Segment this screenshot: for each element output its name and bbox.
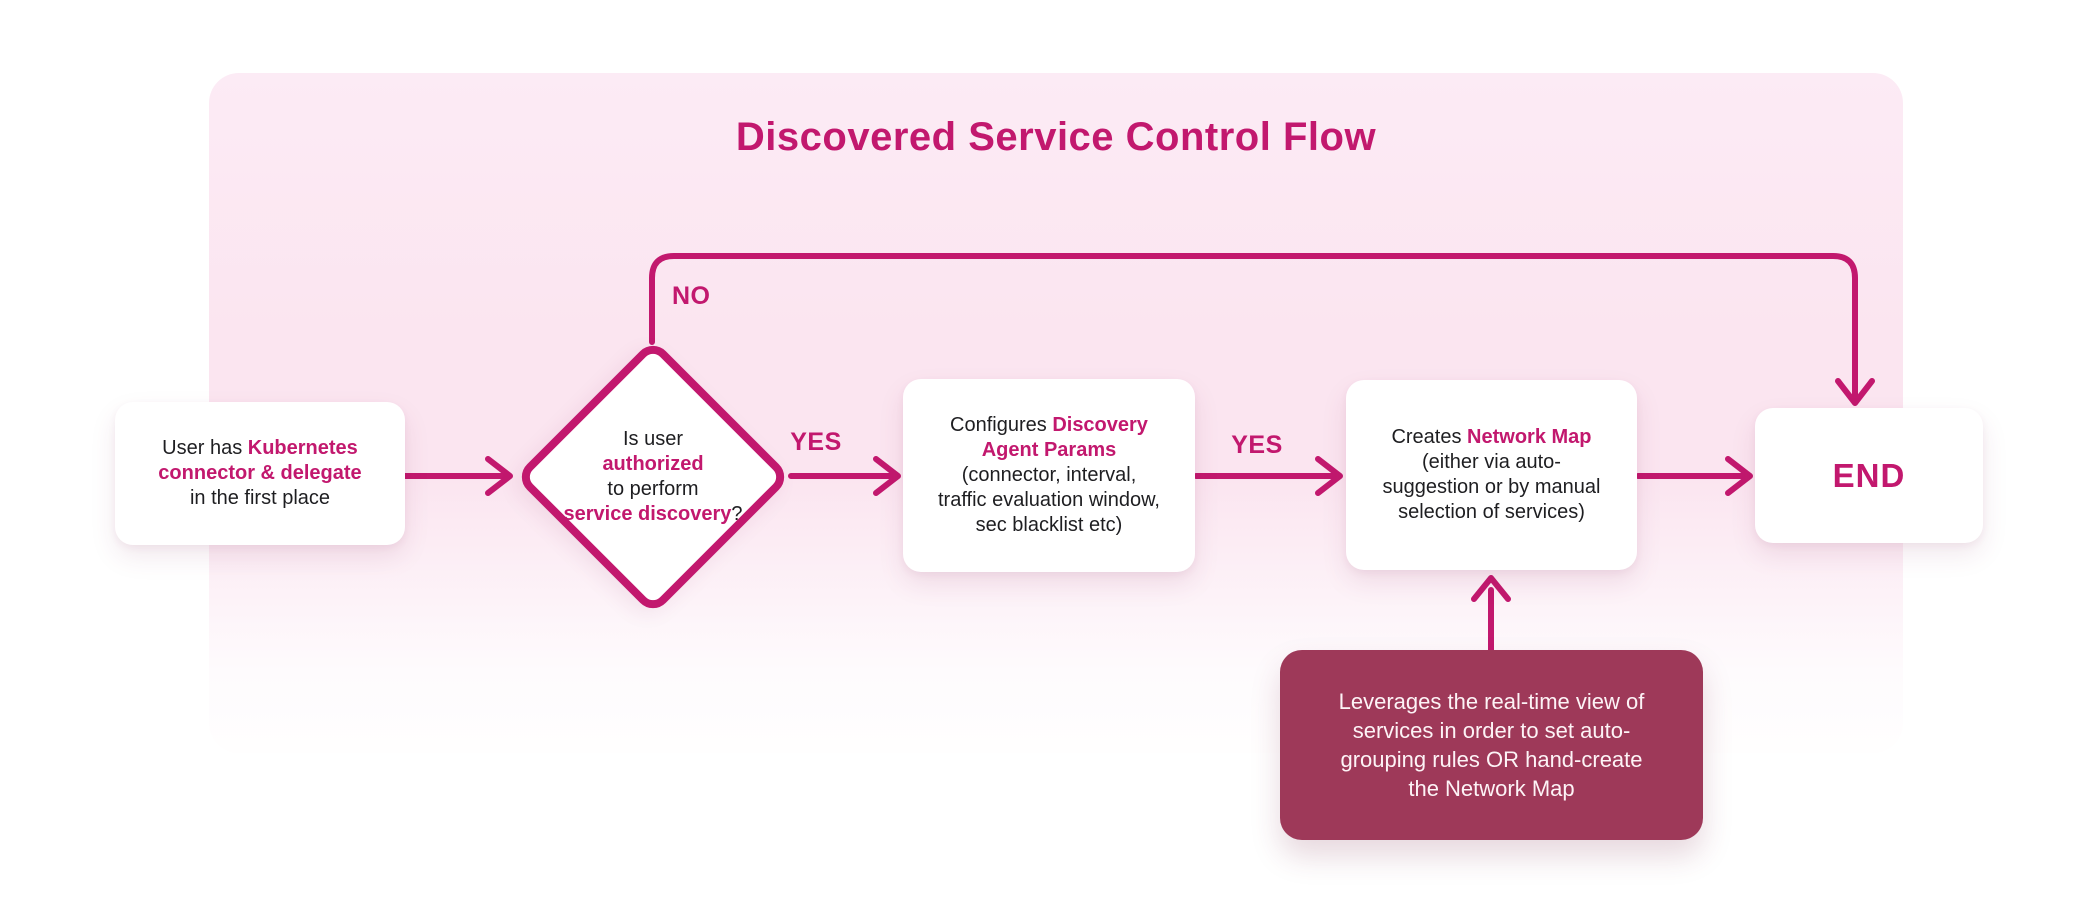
diagram-title: Discovered Service Control Flow [735,115,1377,159]
node-end: END [1755,408,1983,543]
node-creates-network-map: Creates Network Map(either via auto-sugg… [1346,380,1637,570]
edge-label-yes-authorized: YES [790,428,842,456]
edge-label-yes-configured: YES [1231,431,1283,459]
node-end-label: END [1832,456,1906,494]
edge-decision-to-config-yes [788,456,901,496]
edge-start-to-decision [402,456,513,496]
edge-decision-no-loop-to-end [649,253,1875,406]
edge-config-to-creates-yes [1193,456,1343,496]
edge-creates-to-end [1635,456,1753,496]
edge-label-no: NO [672,282,711,310]
node-creates-text: Creates Network Map(either via auto-sugg… [1382,426,1601,523]
edge-note-to-creates [1471,575,1511,653]
